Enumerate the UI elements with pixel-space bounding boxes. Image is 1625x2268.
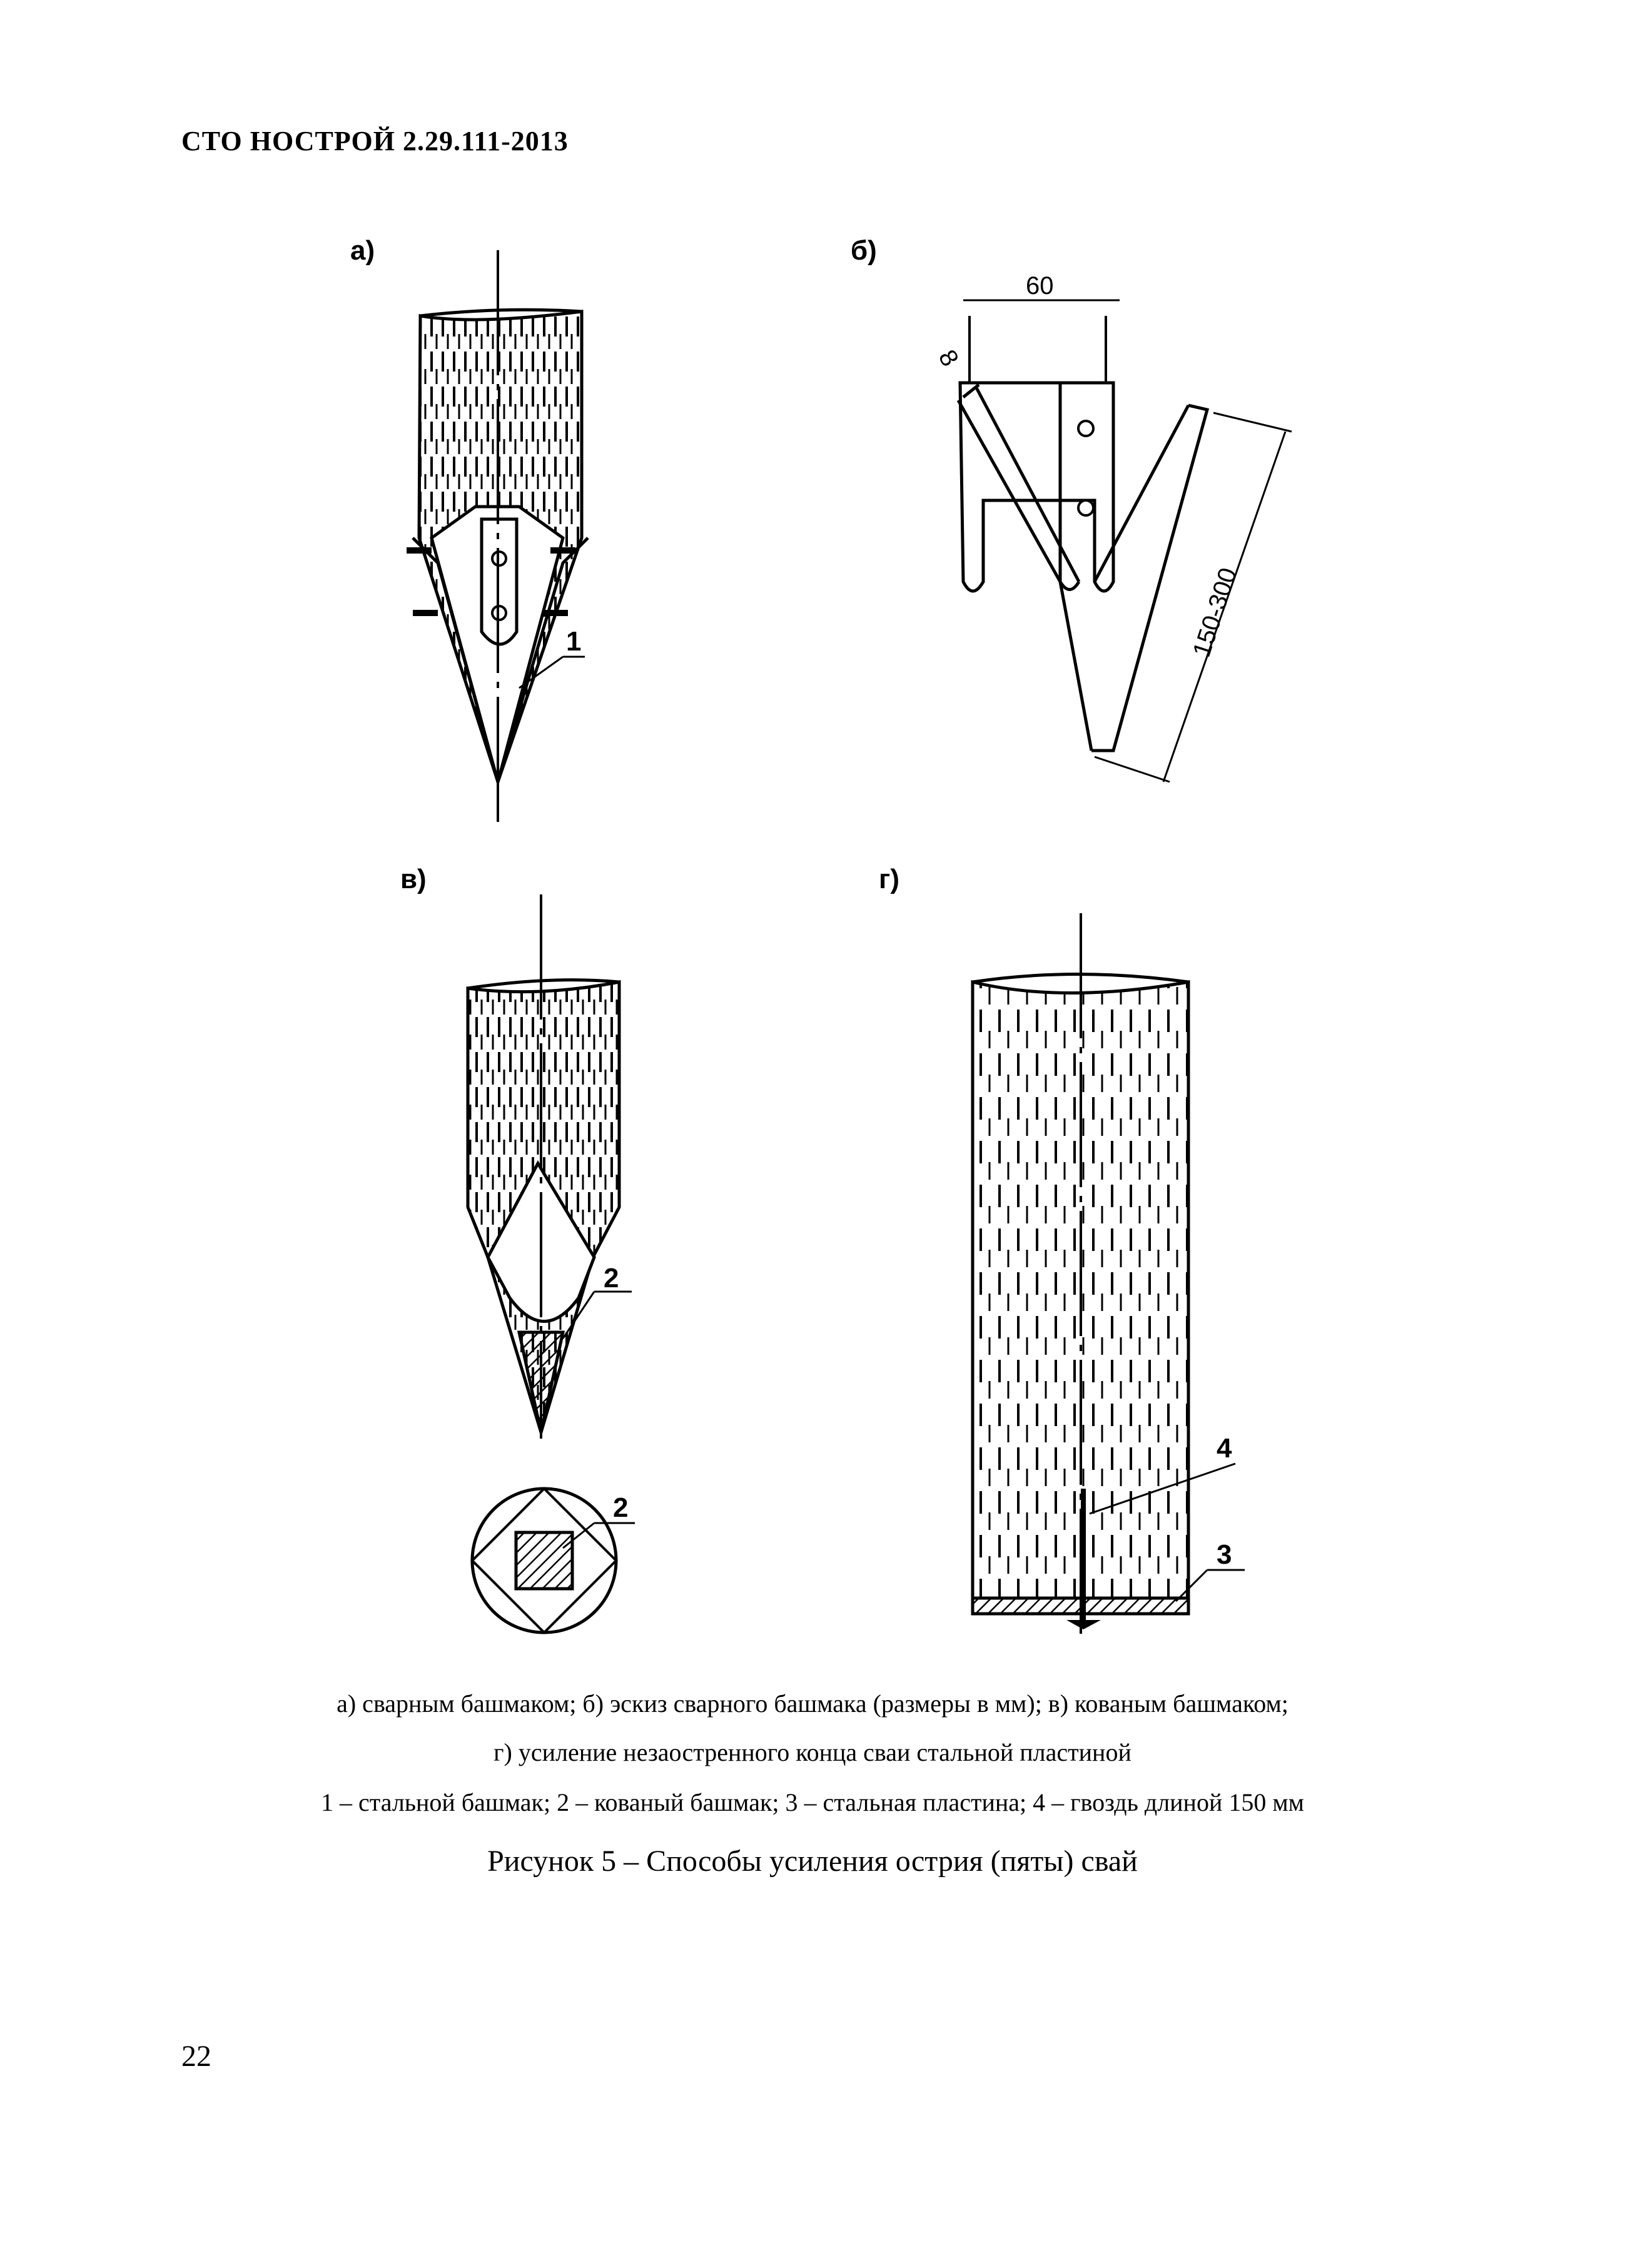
welded-shoe-sketch: 60 8 150-300 [933,272,1292,783]
callout-4: 4 [1217,1433,1232,1464]
caption-line-2: г) усиление незаостренного конца сваи ст… [494,1738,1131,1766]
callout-1: 1 [566,626,581,657]
dimension-60: 60 [1026,272,1054,300]
forged-shoe-pile-drawing: 2 2 [466,894,635,1634]
panel-label-a: а) [350,235,375,266]
callout-2-forged-shoe: 2 [604,1263,619,1293]
panel-label-g: г) [879,864,899,894]
steel-plate-pile-drawing: 4 3 [971,913,1245,1639]
callout-2-cross-section: 2 [613,1492,628,1523]
document-code-header: СТО НОСТРОЙ 2.29.111-2013 [181,126,569,156]
dimension-150-300: 150-300 [1188,565,1242,661]
panel-label-b: б) [851,235,877,266]
figure-title: Рисунок 5 – Способы усиления острия (пят… [487,1845,1138,1878]
welded-shoe-pile-drawing: 1 [407,250,589,829]
caption-line-3: 1 – стальной башмак; 2 – кованый башмак;… [320,1788,1304,1816]
panel-label-v: в) [400,864,427,894]
pile-reinforcement-figure: а) 1 б) 60 8 [350,235,1292,1639]
caption-line-1: а) сварным башмаком; б) эскиз сварного б… [337,1689,1288,1718]
dimension-8: 8 [933,345,964,371]
page-number: 22 [181,2040,211,2073]
callout-3: 3 [1217,1539,1232,1570]
